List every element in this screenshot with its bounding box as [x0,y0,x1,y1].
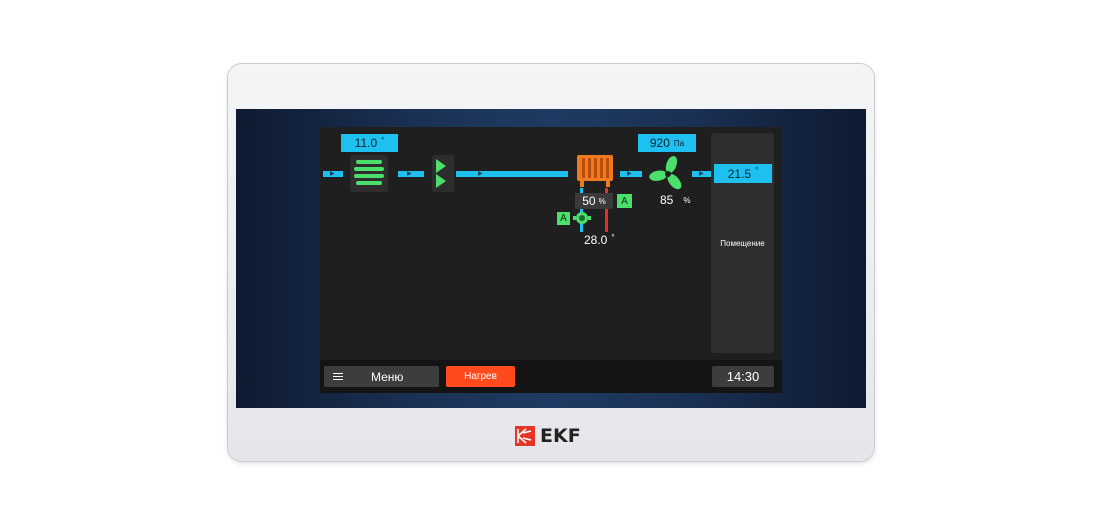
flow-arrow-icon: ▶ [699,171,704,177]
outside-temp-unit: ° [381,135,385,145]
menu-button-label: Меню [371,369,404,384]
fan-speed-value: 85 [660,193,674,207]
filter-icon[interactable] [350,155,388,192]
pressure-unit: Па [673,138,685,148]
flow-arrow-icon: ▶ [407,171,412,177]
pressure-value: 920 [649,136,670,150]
duct-after-fan [692,171,714,177]
outside-temp-value: 11.0 [354,136,378,150]
duct-main [456,171,568,177]
pressure-display[interactable]: 920 Па [638,134,696,152]
fan-icon[interactable] [647,155,689,193]
water-temp-value: 28.0 [584,233,608,247]
menu-button[interactable]: Меню [324,366,439,387]
valve-position-unit: % [598,196,606,206]
supply-temp-display[interactable]: 21.5 ° [714,164,772,183]
flow-arrow-icon: ▶ [330,171,335,177]
supply-temp-value: 21.5 [727,166,752,181]
ekf-logo-text: EKF [540,425,581,447]
duct-inlet [323,171,343,177]
heater-icon[interactable] [576,154,614,188]
duct-after-heater [620,171,642,177]
mode-button[interactable]: Нагрев [446,366,515,387]
fan-speed-display[interactable]: 85 % [660,193,690,207]
water-temp-unit: ° [611,233,615,242]
supply-pipe [605,188,608,232]
menu-icon [333,373,343,380]
water-temp-display[interactable]: 28.0 ° [584,233,615,247]
room-label: Помещение [720,239,765,248]
outside-temp-display[interactable]: 11.0 ° [341,134,398,152]
valve-position-display[interactable]: 50 % [575,193,613,209]
ekf-logo: EKF [515,425,581,447]
valve-position-value: 50 [582,194,596,208]
supply-temp-unit: ° [755,166,759,175]
pump-icon[interactable] [573,210,591,226]
pump-auto-badge[interactable]: A [557,212,570,225]
heater-auto-badge[interactable]: A [617,194,632,208]
return-pipe [580,188,583,232]
duct-after-filter [398,171,424,177]
flow-arrow-icon: ▶ [478,171,483,177]
damper-icon[interactable] [432,155,454,192]
clock-display[interactable]: 14:30 [712,366,774,387]
fan-speed-unit: % [683,195,691,205]
flow-arrow-icon: ▶ [627,171,632,177]
ekf-logo-icon [515,426,535,446]
